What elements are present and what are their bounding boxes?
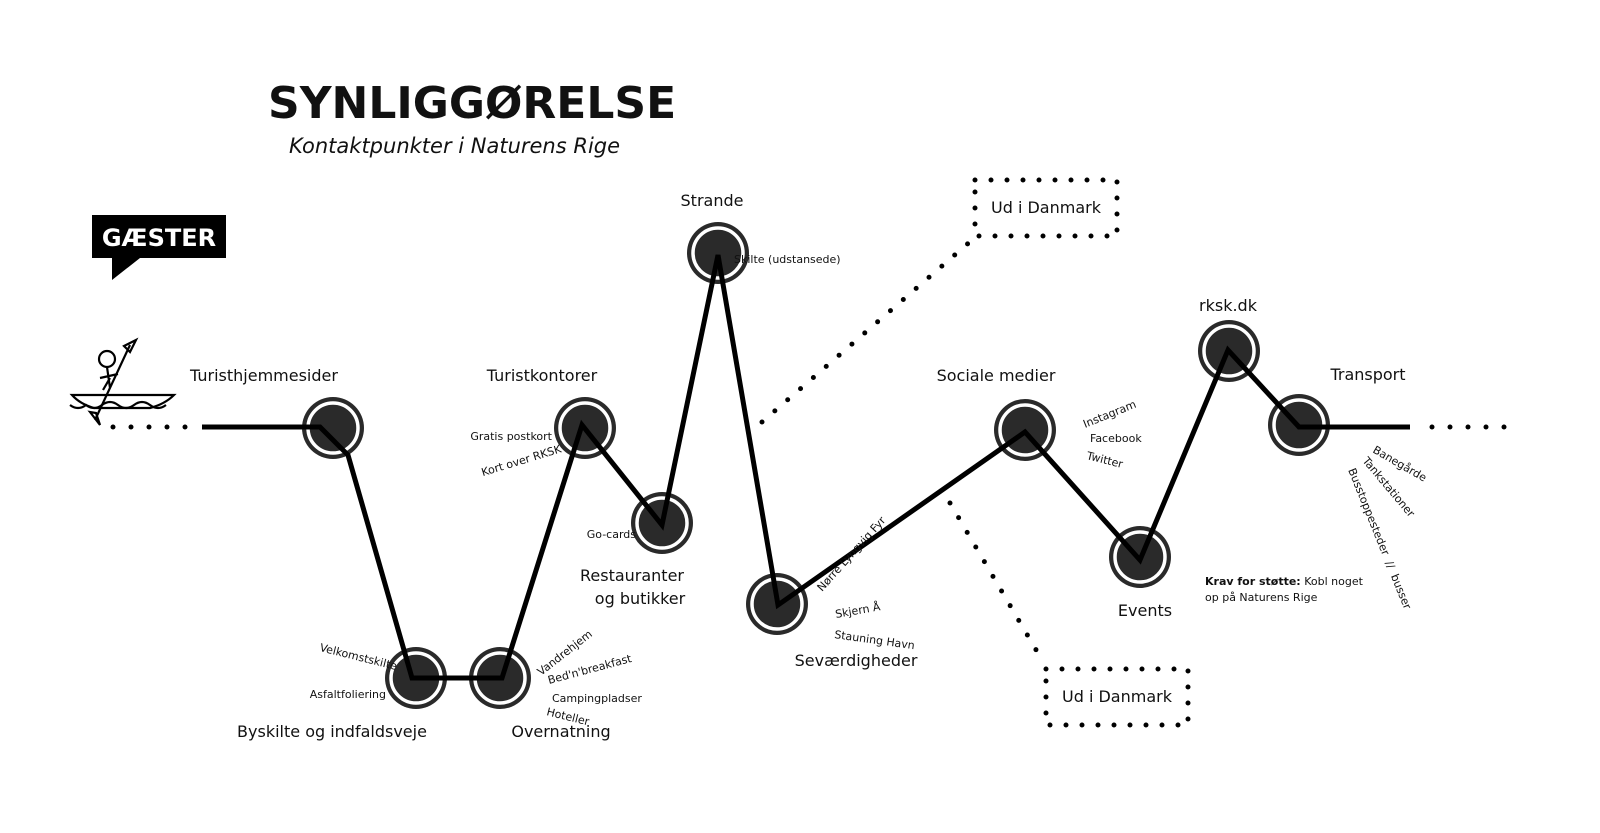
- box-ud-i-danmark-top: Ud i Danmark: [991, 198, 1102, 217]
- item-stauning-havn: Stauning Havn: [834, 628, 916, 652]
- dotted-branch-top: Ud i Danmark: [759, 177, 1120, 425]
- events-note-line2: op på Naturens Rige: [1205, 591, 1318, 604]
- label-overnatning: Overnatning: [511, 722, 610, 741]
- box-ud-i-danmark-bottom: Ud i Danmark: [1062, 687, 1173, 706]
- item-norre-lyngvig-fyr: Nørre Lyngvig Fyr: [815, 514, 889, 594]
- label-og-butikker: og butikker: [595, 589, 686, 608]
- label-sevaerdigheder: Seværdigheder: [795, 651, 918, 670]
- label-sociale-medier: Sociale medier: [937, 366, 1056, 385]
- guest-badge: GÆSTER: [92, 215, 226, 280]
- item-skilte: Skilte (udstansede): [734, 253, 841, 266]
- item-instagram: Instagram: [1081, 398, 1138, 431]
- item-gratis-postkort: Gratis postkort: [470, 430, 552, 443]
- label-turistkontorer: Turistkontorer: [486, 366, 598, 385]
- item-kort-over-rksk: Kort over RKSK: [480, 442, 564, 479]
- label-turisthjemmesider: Turisthjemmesider: [189, 366, 338, 385]
- node-ring-strande: [691, 226, 745, 280]
- label-strande: Strande: [681, 191, 744, 210]
- kayaker-icon: [69, 337, 177, 426]
- item-twitter: Twitter: [1084, 449, 1124, 471]
- item-busstoppesteder: Busstoppesteder // busser: [1345, 466, 1414, 611]
- page-subtitle: Kontaktpunkter i Naturens Rige: [289, 134, 620, 158]
- item-asfaltfoliering: Asfaltfoliering: [310, 688, 386, 701]
- label-events: Events: [1118, 601, 1172, 620]
- label-byskilte: Byskilte og indfaldsveje: [237, 722, 427, 741]
- item-campingpladser: Campingpladser: [552, 692, 642, 705]
- events-note-line1: Krav for støtte: Kobl noget: [1205, 575, 1364, 588]
- item-facebook: Facebook: [1090, 432, 1142, 445]
- item-velkomstskilte: Velkomstskilte: [318, 641, 398, 673]
- events-note-text: Kobl noget: [1304, 575, 1363, 588]
- journey-line: [110, 222, 1507, 709]
- page-title: SYNLIGGØRELSE: [268, 78, 676, 129]
- events-note-bold: Krav for støtte:: [1205, 575, 1301, 588]
- item-skjern-aa: Skjern Å: [834, 600, 882, 621]
- item-go-cards: Go-cards: [587, 528, 637, 541]
- label-rksk: rksk.dk: [1199, 296, 1258, 315]
- dotted-branch-bottom: Ud i Danmark: [947, 500, 1191, 728]
- label-restauranter: Restauranter: [580, 566, 684, 585]
- guest-badge-label: GÆSTER: [102, 224, 216, 252]
- label-transport: Transport: [1329, 365, 1405, 384]
